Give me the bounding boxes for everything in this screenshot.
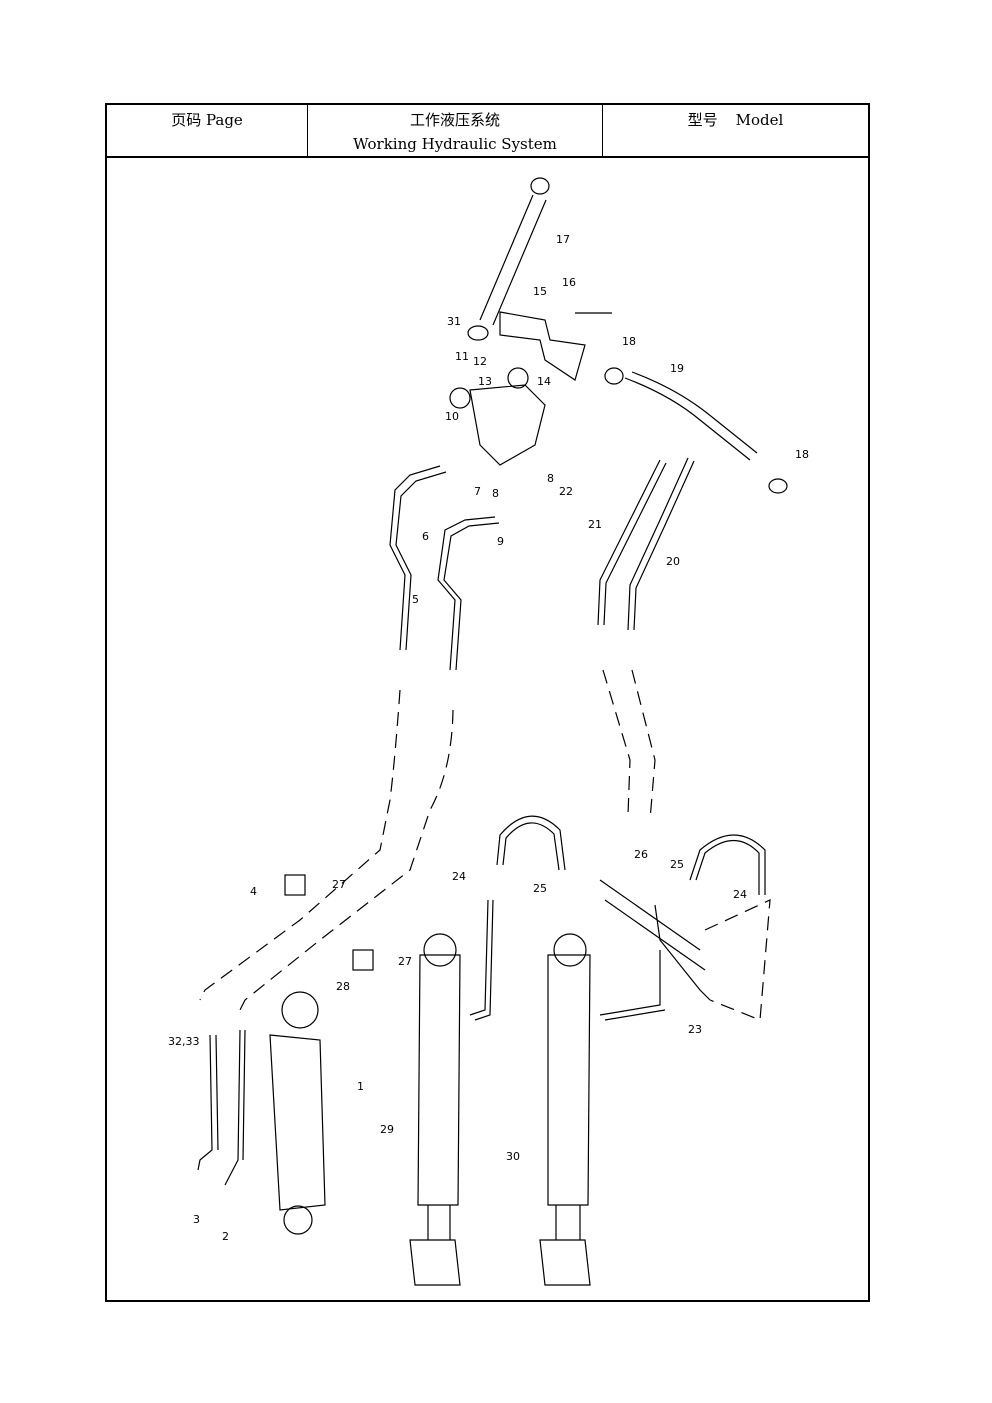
callout-22: 22 bbox=[559, 485, 573, 498]
dashed-line-28 bbox=[239, 709, 454, 1011]
pipe-20 bbox=[627, 457, 695, 631]
pipe-3 bbox=[197, 1034, 219, 1171]
callout-25-left: 25 bbox=[533, 882, 547, 895]
model-cell: 型号 Model bbox=[603, 105, 868, 156]
callout-27-upper: 27 bbox=[332, 878, 346, 891]
callout-4: 4 bbox=[250, 885, 257, 898]
callout-3: 3 bbox=[193, 1213, 200, 1226]
cylinder-1 bbox=[269, 1034, 326, 1211]
callout-27-lower: 27 bbox=[398, 955, 412, 968]
link-pipe-left bbox=[469, 899, 494, 1021]
callout-31: 31 bbox=[447, 315, 461, 328]
u-pipe-right bbox=[689, 834, 766, 895]
pipe-2 bbox=[224, 1029, 246, 1186]
control-valve bbox=[469, 384, 546, 466]
callout-17: 17 bbox=[556, 233, 570, 246]
callout-24-left: 24 bbox=[452, 870, 466, 883]
callout-18-top: 18 bbox=[622, 335, 636, 348]
drawing-frame: 页码 Page 工作液压系统 Working Hydraulic System … bbox=[105, 103, 870, 1302]
callout-15: 15 bbox=[533, 285, 547, 298]
flange-18-top bbox=[604, 367, 624, 385]
pipe-6 bbox=[389, 465, 447, 651]
callout-30: 30 bbox=[506, 1150, 520, 1163]
callout-11: 11 bbox=[455, 350, 469, 363]
callout-13: 13 bbox=[478, 375, 492, 388]
hose-17 bbox=[479, 194, 547, 326]
flange-10 bbox=[449, 387, 471, 409]
pipe-21 bbox=[597, 459, 667, 626]
flange-18-bottom bbox=[768, 478, 788, 494]
model-cn: 型号 bbox=[687, 111, 718, 129]
title-block: 页码 Page 工作液压系统 Working Hydraulic System … bbox=[107, 105, 868, 158]
title-cell: 工作液压系统 Working Hydraulic System bbox=[308, 105, 603, 156]
page-cell: 页码 Page bbox=[107, 105, 308, 156]
cylinder-29-rod bbox=[409, 1205, 461, 1286]
callout-2: 2 bbox=[222, 1230, 229, 1243]
clip-27-lower bbox=[352, 949, 374, 971]
callout-28: 28 bbox=[336, 980, 350, 993]
callout-6: 6 bbox=[422, 530, 429, 543]
callout-32-33: 32,33 bbox=[168, 1035, 200, 1048]
cylinder-29 bbox=[417, 954, 461, 1206]
callout-12: 12 bbox=[473, 355, 487, 368]
link-pipe-right bbox=[599, 950, 666, 1021]
callout-8-left: 8 bbox=[492, 487, 499, 500]
callout-8-right: 8 bbox=[547, 472, 554, 485]
clamp-top bbox=[530, 177, 550, 195]
callout-25-right: 25 bbox=[670, 858, 684, 871]
callout-26: 26 bbox=[634, 848, 648, 861]
hose-19 bbox=[624, 371, 758, 461]
callout-7: 7 bbox=[474, 485, 481, 498]
cylinder-29-eye bbox=[423, 933, 457, 967]
exploded-diagram: 17 15 16 31 12 11 13 14 18 19 10 8 22 8 … bbox=[168, 177, 809, 1286]
callout-16: 16 bbox=[562, 276, 576, 289]
callout-24-right: 24 bbox=[733, 888, 747, 901]
callout-18-bottom: 18 bbox=[795, 448, 809, 461]
callout-5: 5 bbox=[412, 593, 419, 606]
dashed-line-20 bbox=[631, 669, 656, 821]
bracket-15 bbox=[499, 311, 586, 381]
dashed-line-4 bbox=[199, 689, 401, 1001]
valve-port-14 bbox=[507, 367, 529, 389]
callout-labels: 17 15 16 31 12 11 13 14 18 19 10 8 22 8 … bbox=[168, 233, 809, 1243]
callout-14: 14 bbox=[537, 375, 551, 388]
cylinder-30 bbox=[547, 954, 591, 1206]
dashed-line-23 bbox=[704, 899, 771, 1021]
title-en: Working Hydraulic System bbox=[353, 135, 557, 153]
manifold-26 bbox=[599, 879, 711, 1001]
cylinder-30-eye bbox=[553, 933, 587, 967]
callout-10: 10 bbox=[445, 410, 459, 423]
callout-29: 29 bbox=[380, 1123, 394, 1136]
clamp-31 bbox=[467, 325, 489, 341]
model-label: 型号 Model bbox=[603, 109, 868, 130]
callout-19: 19 bbox=[670, 362, 684, 375]
cylinder-1-eye-bottom bbox=[283, 1205, 313, 1235]
callout-20: 20 bbox=[666, 555, 680, 568]
cylinder-1-eye-top bbox=[281, 991, 319, 1029]
u-pipe-left bbox=[496, 815, 566, 871]
page-label: 页码 Page bbox=[171, 111, 243, 129]
clip-27-upper bbox=[284, 874, 306, 896]
dashed-line-21 bbox=[602, 669, 631, 816]
pipe-5 bbox=[437, 516, 500, 671]
callout-9: 9 bbox=[497, 535, 504, 548]
callout-21: 21 bbox=[588, 518, 602, 531]
cylinder-30-rod bbox=[539, 1205, 591, 1286]
title-cn: 工作液压系统 bbox=[409, 111, 500, 129]
callout-23: 23 bbox=[688, 1023, 702, 1036]
model-en: Model bbox=[735, 111, 784, 129]
callout-1: 1 bbox=[357, 1080, 364, 1093]
